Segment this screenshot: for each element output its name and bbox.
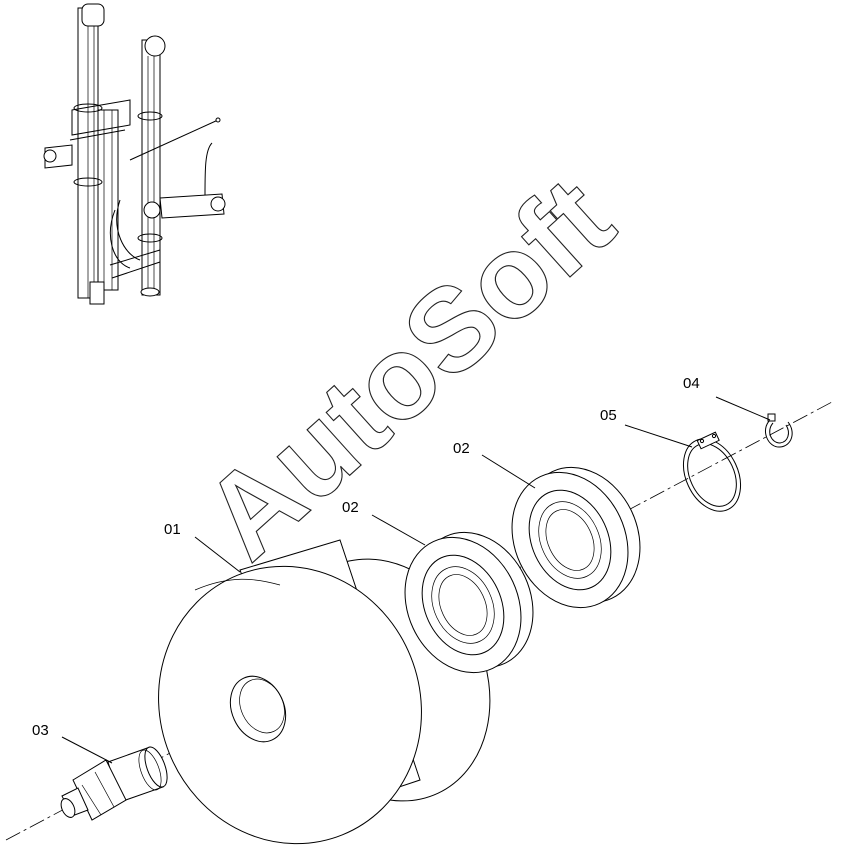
callout-05: 05 bbox=[600, 407, 617, 424]
part-02-bearing-right bbox=[511, 466, 641, 609]
callout-02-left: 02 bbox=[342, 499, 359, 516]
part-02-bearing-left bbox=[404, 531, 534, 674]
callout-02-right: 02 bbox=[453, 440, 470, 457]
part-03-grease-nipple bbox=[60, 746, 168, 821]
assembly-overview-thumbnail bbox=[43, 3, 226, 305]
leader-lines bbox=[61, 396, 771, 764]
part-04-circlip bbox=[765, 413, 793, 448]
callout-04: 04 bbox=[683, 375, 700, 392]
callout-03: 03 bbox=[32, 722, 49, 739]
callout-01: 01 bbox=[164, 521, 181, 538]
part-05-retaining-ring bbox=[682, 431, 742, 512]
